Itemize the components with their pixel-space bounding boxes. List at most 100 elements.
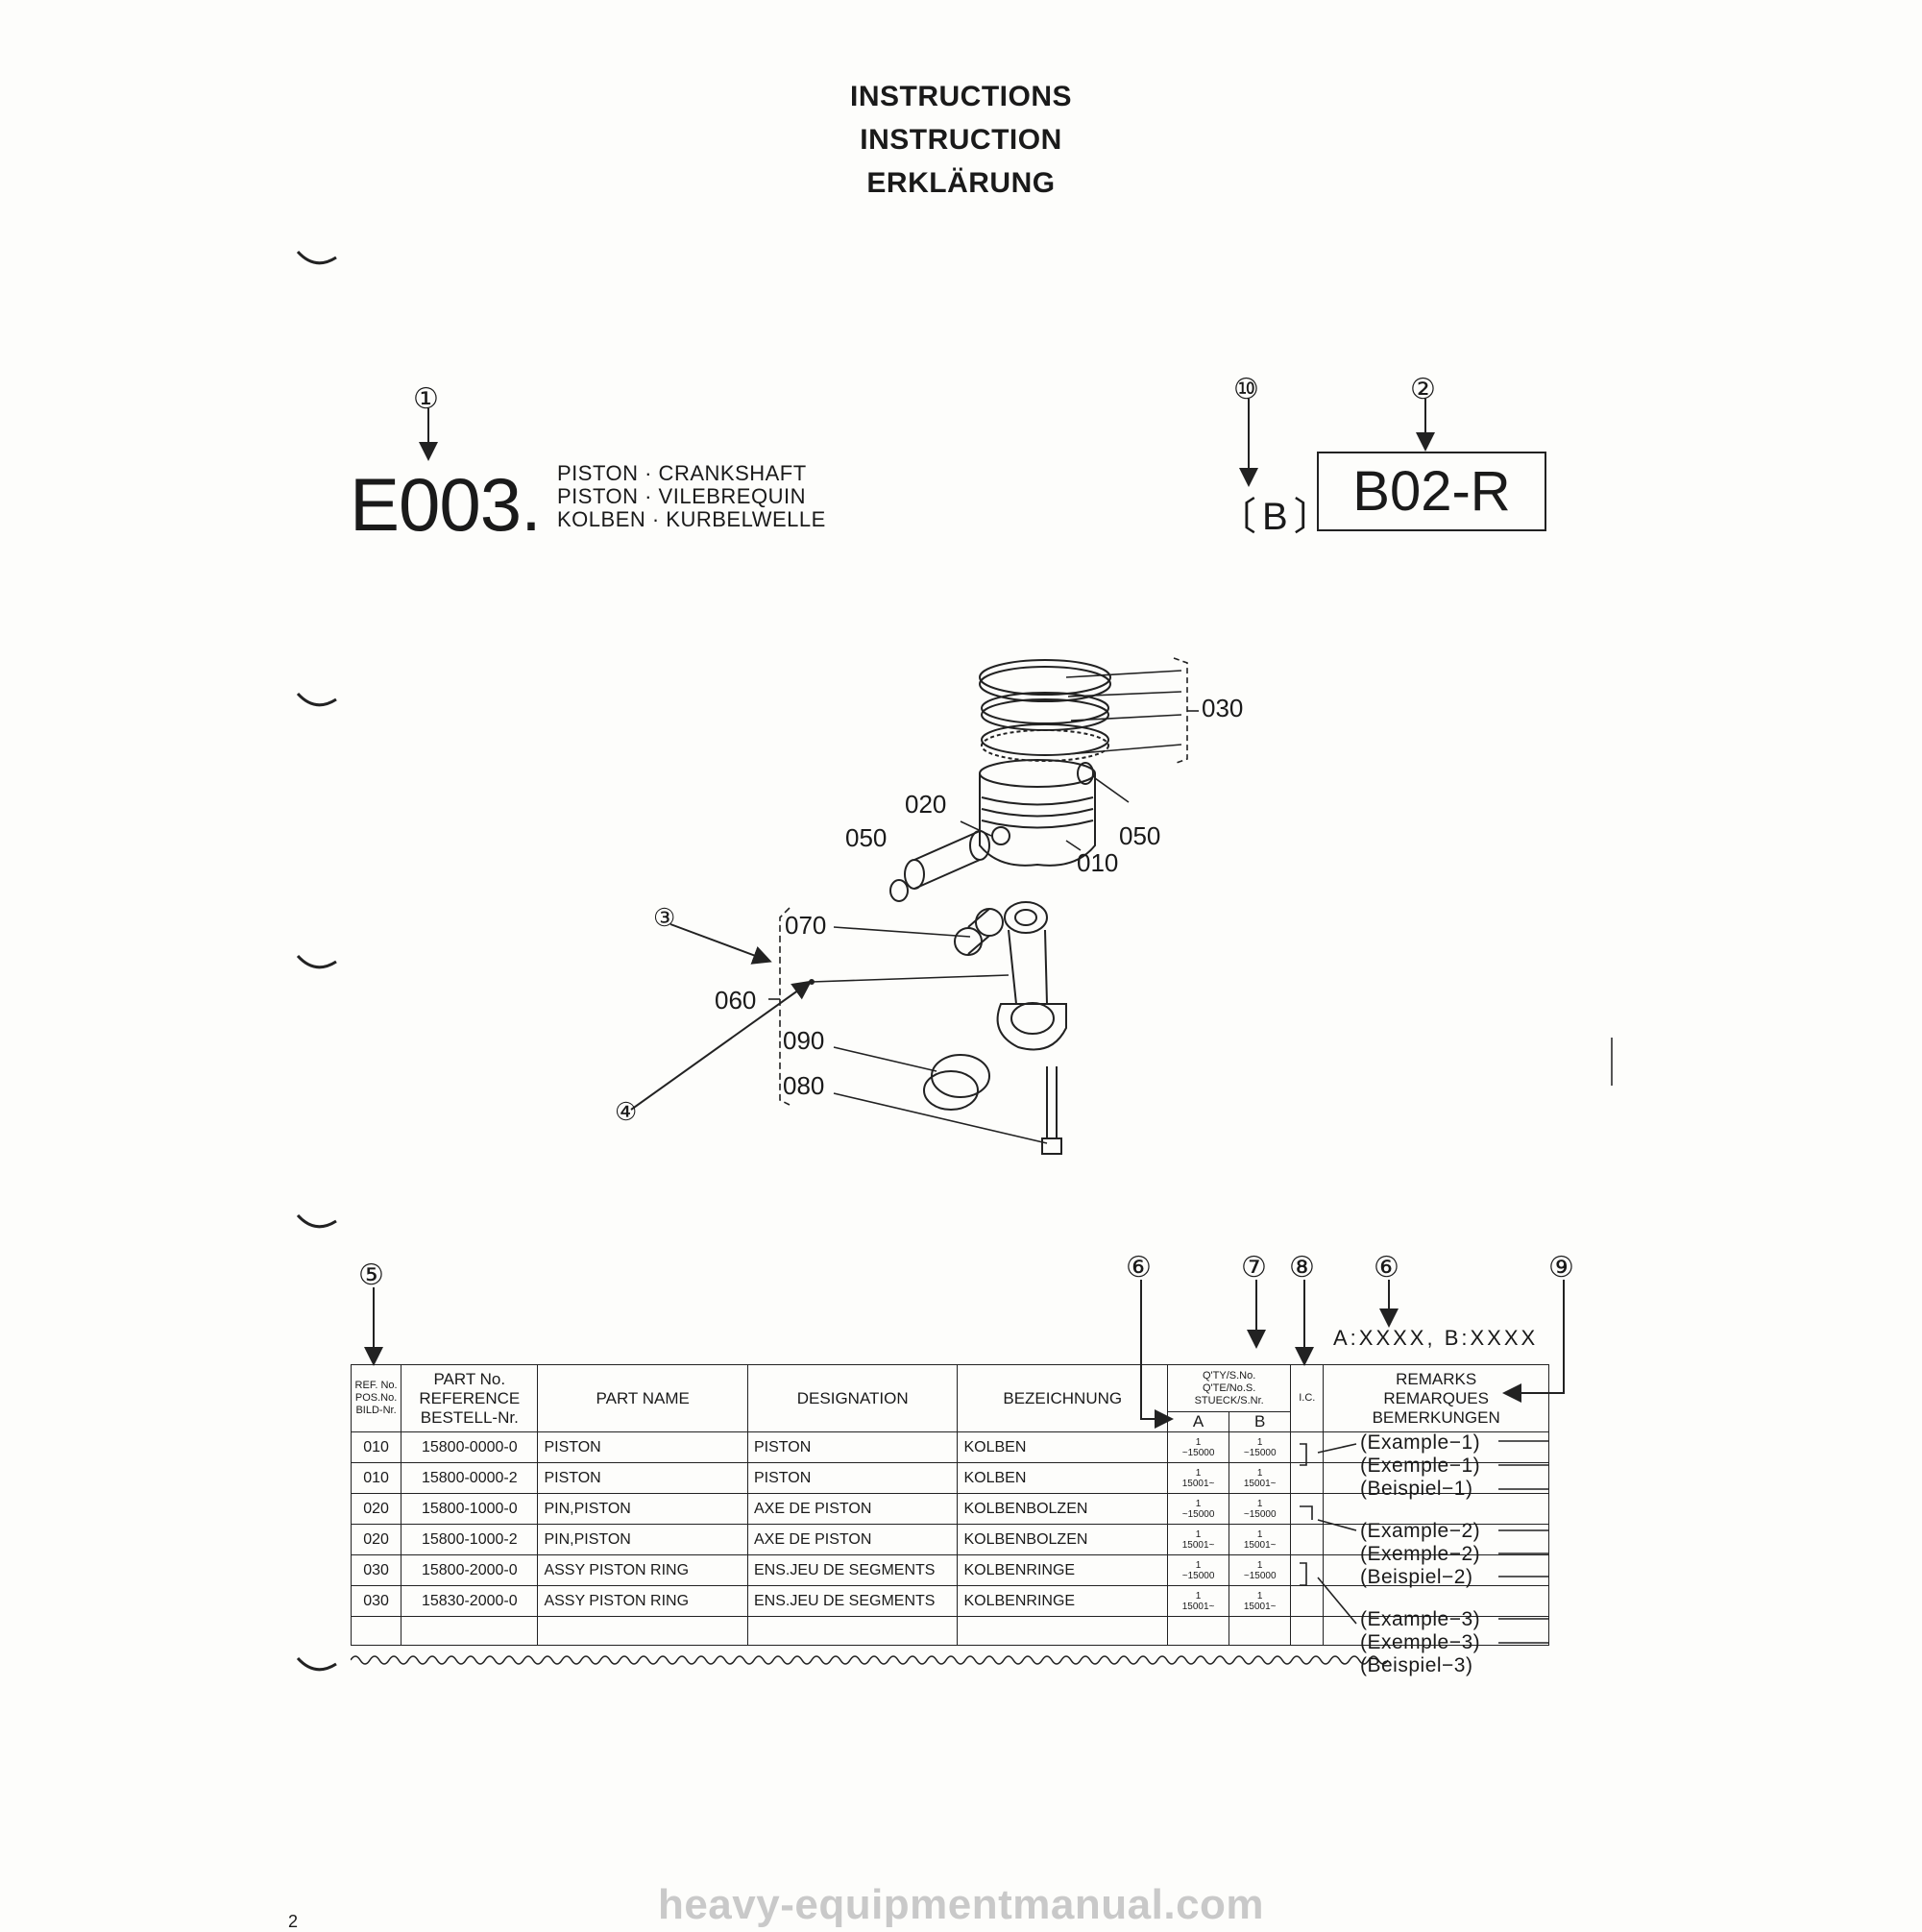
callout-5: ⑤	[358, 1259, 384, 1291]
callout-10: ⑩	[1233, 374, 1259, 405]
callout-arrow-4	[630, 980, 813, 1111]
page-titles: INSTRUCTIONS INSTRUCTION ERKLÄRUNG	[0, 75, 1922, 205]
piston-pin	[904, 830, 990, 890]
callout-8: ⑧	[1289, 1252, 1315, 1284]
example-3-fr: (Exemple−3)	[1360, 1631, 1481, 1653]
binder-mark	[296, 954, 337, 969]
callout-4: ④	[615, 1097, 638, 1126]
cell-part-no: 15800-1000-0	[401, 1493, 539, 1525]
label-030: 030	[1202, 694, 1244, 722]
callout-7: ⑦	[1241, 1252, 1267, 1284]
page-number: 2	[288, 1912, 299, 1931]
cell-part-no: 15800-0000-2	[401, 1462, 539, 1494]
callout-1: ①	[413, 383, 439, 415]
cell-bezeichnung: KOLBENRINGE	[957, 1554, 1168, 1586]
ic-bracket	[1300, 1505, 1313, 1520]
cell-bezeichnung: KOLBEN	[957, 1431, 1168, 1463]
cell-part-name: ASSY PISTON RING	[537, 1585, 748, 1617]
cell-qty-b: 1~15000	[1229, 1431, 1292, 1463]
cell-part-no: 15830-2000-0	[401, 1585, 539, 1617]
cell-designation: ENS.JEU DE SEGMENTS	[746, 1585, 959, 1617]
group-name-fr: PISTON · VILEBREQUIN	[557, 484, 806, 508]
example-1-de: (Beispiel−1)	[1360, 1478, 1473, 1500]
title-en: INSTRUCTIONS	[850, 81, 1072, 112]
cell-part-name: ASSY PISTON RING	[537, 1554, 748, 1586]
small-end-bushing	[954, 908, 1004, 956]
table-row: 010 15800-0000-0 PISTON PISTON KOLBEN 1~…	[350, 1431, 1549, 1463]
label-070: 070	[785, 911, 827, 940]
binder-mark	[296, 692, 337, 707]
title-de: ERKLÄRUNG	[866, 167, 1056, 199]
table-subheader-row: A B	[352, 1411, 1549, 1432]
cell-qty-a: 1~15000	[1166, 1431, 1230, 1463]
cell-designation: ENS.JEU DE SEGMENTS	[746, 1554, 959, 1586]
example-1-en: (Example−1)	[1360, 1431, 1481, 1454]
snap-ring	[889, 879, 909, 902]
title-fr: INSTRUCTION	[860, 124, 1062, 156]
conrod-bolt	[1041, 1066, 1062, 1155]
callout-6b: ⑥	[1374, 1252, 1399, 1284]
example-3-de: (Beispiel−3)	[1360, 1654, 1473, 1676]
ic-bracket	[1300, 1562, 1307, 1586]
cell-remarks	[1323, 1554, 1549, 1586]
leader-dot	[809, 979, 815, 985]
label-050-right: 050	[1119, 821, 1161, 850]
example-2-en: (Example−2)	[1360, 1520, 1481, 1542]
header-bezeichnung: BEZEICHNUNG	[957, 1364, 1168, 1432]
label-090: 090	[783, 1026, 825, 1055]
example-2-fr: (Exemple−2)	[1360, 1543, 1481, 1565]
snap-ring	[1077, 762, 1094, 785]
cell-part-no: 15800-0000-0	[401, 1431, 539, 1463]
callout-arrow-3	[669, 923, 772, 965]
label-080: 080	[783, 1071, 825, 1100]
label-050-left: 050	[845, 823, 888, 852]
cell-remarks	[1323, 1493, 1549, 1525]
table-header-row: REF. No.POS.No.BILD-Nr. PART No.REFERENC…	[350, 1364, 1549, 1432]
parts-table: REF. No.POS.No.BILD-Nr. PART No.REFERENC…	[350, 1364, 1549, 1646]
group-name-en: PISTON · CRANKSHAFT	[557, 461, 807, 485]
group-names: PISTON · CRANKSHAFT PISTON · VILEBREQUIN…	[557, 462, 826, 531]
label-060: 060	[715, 986, 757, 1015]
cell-part-name: PISTON	[537, 1462, 748, 1494]
label-010: 010	[1077, 848, 1119, 877]
connecting-rod	[996, 901, 1067, 1051]
callout-9: ⑨	[1548, 1252, 1574, 1284]
header-part-name: PART NAME	[537, 1364, 748, 1432]
variant-code: 〔B〕	[1218, 496, 1338, 538]
crankpin-bearing	[923, 1054, 990, 1111]
table-row-empty	[350, 1616, 1549, 1646]
ic-bracket	[1300, 1443, 1307, 1466]
group-code: E003.	[350, 462, 542, 547]
piston	[979, 759, 1096, 867]
table-row: 030 15800-2000-0 ASSY PISTON RING ENS.JE…	[350, 1554, 1549, 1586]
header-ic: I.C.	[1290, 1364, 1325, 1432]
example-2-de: (Beispiel−2)	[1360, 1566, 1473, 1588]
cell-designation: AXE DE PISTON	[746, 1493, 959, 1525]
callout-3: ③	[653, 903, 676, 932]
table-row: 020 15800-1000-0 PIN,PISTON AXE DE PISTO…	[350, 1493, 1549, 1525]
serial-legend: A:XXXX, B:XXXX	[1333, 1326, 1539, 1350]
group-name-de: KOLBEN · KURBELWELLE	[557, 507, 826, 531]
cell-ref: 010	[350, 1431, 402, 1463]
watermark: heavy-equipmentmanual.com	[657, 1881, 1265, 1928]
cell-ic	[1290, 1431, 1325, 1463]
cell-remarks	[1323, 1585, 1549, 1617]
cell-bezeichnung: KOLBENBOLZEN	[957, 1493, 1168, 1525]
model-code-box: B02-R	[1317, 452, 1546, 531]
cell-part-name: PIN,PISTON	[537, 1493, 748, 1525]
table-break-line	[351, 1655, 1389, 1665]
cell-ic	[1290, 1524, 1325, 1555]
cell-ref: 020	[350, 1524, 402, 1555]
header-qty-b: B	[1229, 1411, 1292, 1432]
callout-2: ②	[1410, 374, 1436, 405]
example-1-fr: (Exemple−1)	[1360, 1455, 1481, 1477]
cell-ref: 020	[350, 1493, 402, 1525]
example-3-en: (Example−3)	[1360, 1608, 1481, 1630]
